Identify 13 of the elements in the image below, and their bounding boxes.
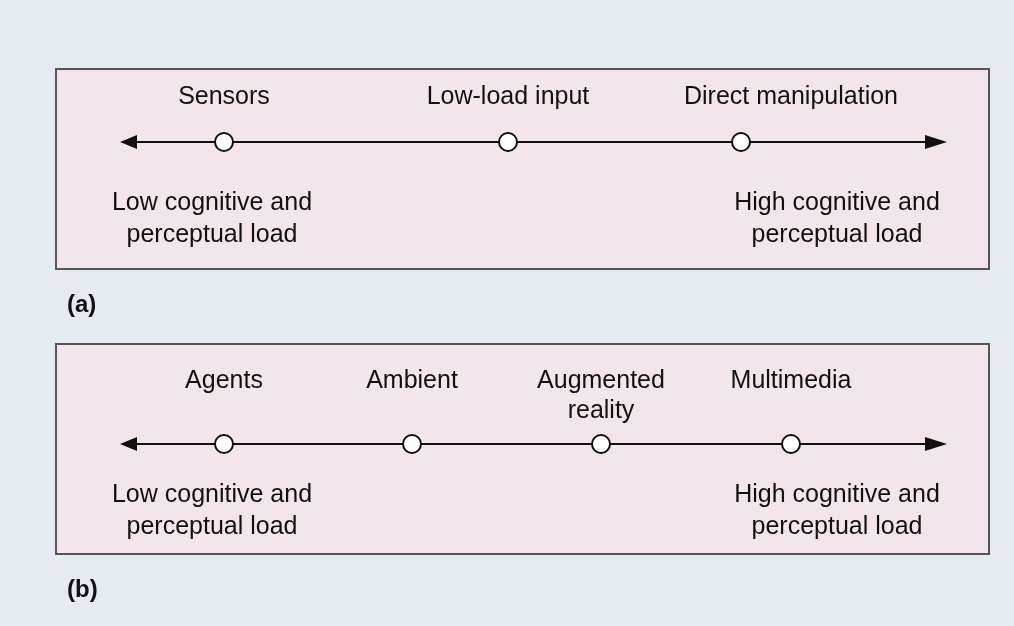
scale-end-label: High cognitive and perceptual load [733,478,941,541]
panel-label: (a) [67,290,97,318]
point-label: Augmented reality [536,364,666,424]
point-label: Multimedia [729,364,853,394]
point-label: Ambient [365,364,459,394]
scale-end-label: Low cognitive and perceptual load [110,478,314,541]
scale-end-label: High cognitive and perceptual load [733,186,941,249]
point-label: Direct manipulation [683,80,899,110]
point-label: Low-load input [425,80,591,110]
point-label: Sensors [177,80,271,110]
panel-label: (b) [67,575,98,603]
point-label: Agents [184,364,264,394]
scale-end-label: Low cognitive and perceptual load [110,186,314,249]
